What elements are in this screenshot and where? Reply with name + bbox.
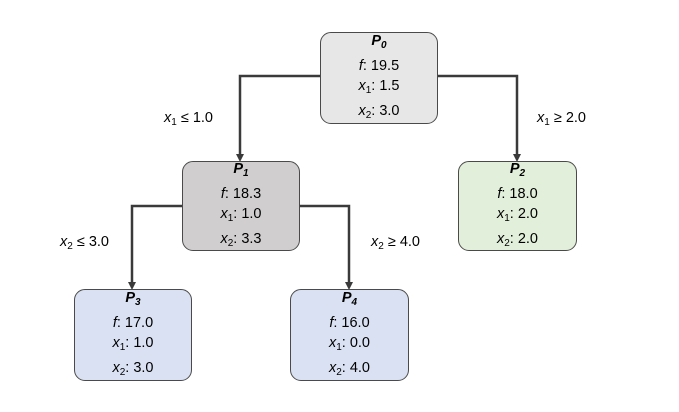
node-f-value: f: 18.3 bbox=[220, 185, 262, 202]
edge-label-p0-p2: x1 ≥ 2.0 bbox=[537, 110, 587, 128]
node-x1-value: x1: 1.0 bbox=[112, 334, 154, 353]
node-title: P3 bbox=[125, 289, 141, 308]
node-x2-value: x2: 3.3 bbox=[220, 230, 262, 249]
node-x2-value: x2: 4.0 bbox=[328, 359, 371, 378]
edge-p1-p3 bbox=[128, 204, 182, 290]
edge-p0-p1 bbox=[236, 74, 320, 162]
node-f-value: f: 18.0 bbox=[497, 185, 538, 202]
node-x1-value: x1: 2.0 bbox=[496, 205, 539, 224]
node-title: P0 bbox=[371, 32, 387, 51]
node-x1-value: x1: 0.0 bbox=[328, 334, 371, 353]
node-p4: P4 f: 16.0 x1: 0.0 x2: 4.0 bbox=[290, 289, 409, 381]
edge-p1-p4 bbox=[300, 204, 353, 290]
edge-label-p1-p4: x2 ≥ 4.0 bbox=[371, 234, 421, 252]
node-p3: P3 f: 17.0 x1: 1.0 x2: 3.0 bbox=[74, 289, 192, 381]
node-title: P1 bbox=[233, 160, 249, 179]
node-x1-value: x1: 1.5 bbox=[358, 77, 400, 96]
node-x2-value: x2: 2.0 bbox=[496, 230, 539, 249]
node-x2-value: x2: 3.0 bbox=[358, 102, 400, 121]
node-p0: P0 f: 19.5 x1: 1.5 x2: 3.0 bbox=[320, 32, 438, 124]
edge-label-p1-p3: x2 ≤ 3.0 bbox=[60, 234, 110, 252]
node-f-value: f: 19.5 bbox=[358, 57, 400, 74]
node-title: P4 bbox=[341, 289, 358, 308]
node-x2-value: x2: 3.0 bbox=[112, 359, 154, 378]
node-title: P2 bbox=[509, 160, 526, 179]
node-f-value: f: 17.0 bbox=[112, 314, 154, 331]
node-p1: P1 f: 18.3 x1: 1.0 x2: 3.3 bbox=[182, 161, 300, 251]
node-f-value: f: 16.0 bbox=[329, 314, 370, 331]
edge-label-p0-p1: x1 ≤ 1.0 bbox=[164, 110, 214, 128]
node-p2: P2 f: 18.0 x1: 2.0 x2: 2.0 bbox=[458, 161, 577, 251]
edge-p0-p2 bbox=[438, 74, 521, 162]
node-x1-value: x1: 1.0 bbox=[220, 205, 262, 224]
